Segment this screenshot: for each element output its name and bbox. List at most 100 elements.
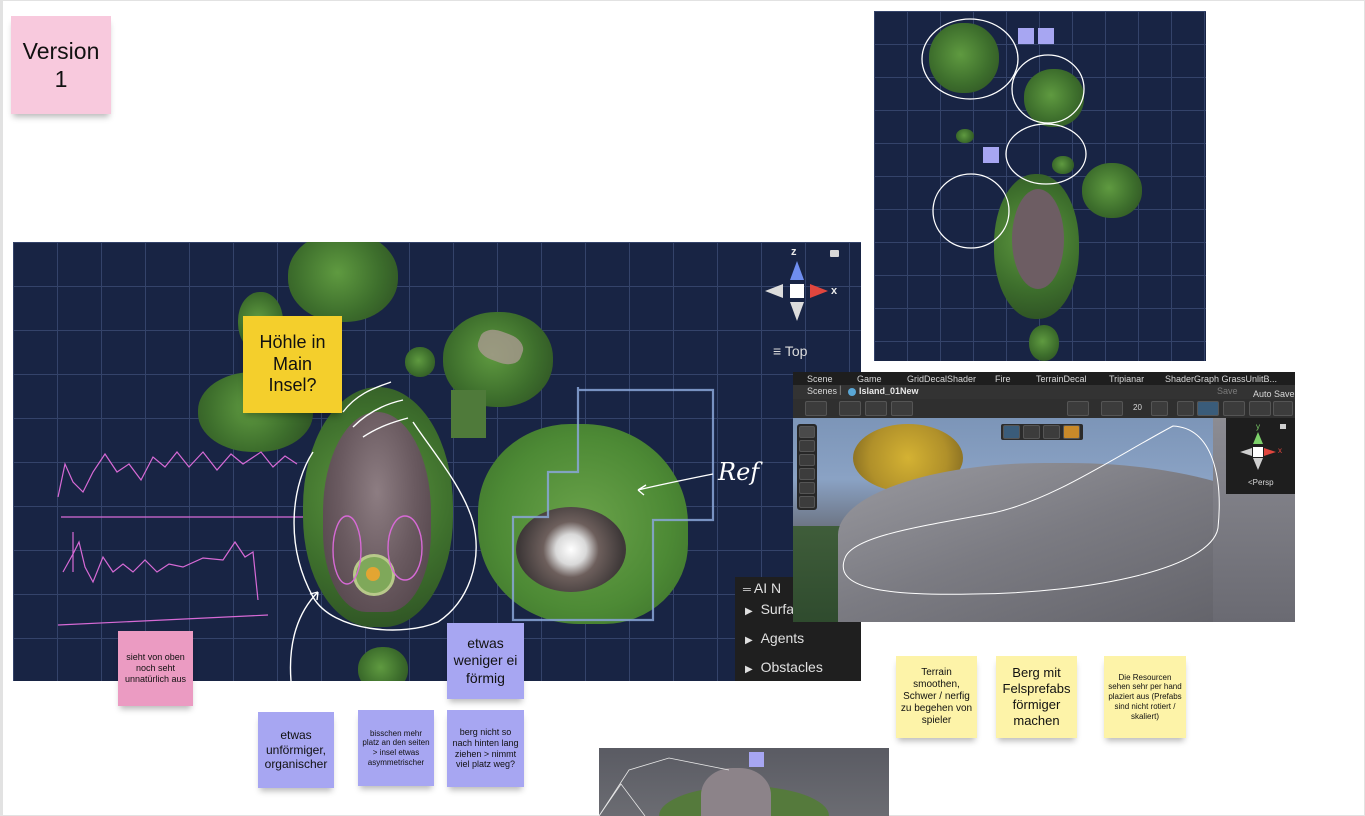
overview-main-mountain bbox=[1012, 189, 1064, 289]
tab-game[interactable]: Game bbox=[857, 374, 882, 384]
gizmo-arrows-icon bbox=[765, 261, 828, 321]
island-perspective-thumbnail[interactable] bbox=[599, 748, 889, 816]
viewport-overlay-toolbar bbox=[1001, 424, 1083, 440]
less-egg-note-text: etwas weniger ei förmig bbox=[453, 635, 518, 686]
view-mode-text: Top bbox=[784, 343, 808, 359]
cave-note[interactable]: Höhle in Main Insel? bbox=[243, 316, 342, 413]
transform-tool-icon[interactable] bbox=[799, 496, 815, 508]
breadcrumb-scene[interactable]: Island_01New bbox=[859, 386, 919, 396]
overview-island-4 bbox=[1052, 156, 1074, 174]
top-view-note[interactable]: sieht von oben noch seht unnatürlich aus bbox=[118, 631, 193, 706]
rotate-tool-icon[interactable] bbox=[799, 454, 815, 466]
overlay-button-2[interactable] bbox=[1023, 425, 1040, 439]
version-note-text: Version 1 bbox=[22, 37, 100, 92]
rock-prefabs-note-text: Berg mit Felsprefabs förmiger machen bbox=[1002, 665, 1071, 728]
toolbar-menu-button[interactable] bbox=[805, 401, 827, 416]
tab-tripianar[interactable]: Tripianar bbox=[1109, 374, 1145, 384]
organic-note[interactable]: etwas unförmiger, organischer bbox=[258, 712, 334, 788]
lock-icon[interactable] bbox=[830, 250, 839, 257]
terrain-smooth-note[interactable]: Terrain smoothen, Schwer / nerfig zu beg… bbox=[896, 656, 977, 738]
overlay-button-3[interactable] bbox=[1043, 425, 1060, 439]
overview-sticky-3 bbox=[983, 147, 999, 163]
editor-viewport[interactable]: y x <Persp bbox=[793, 418, 1295, 622]
overlay-button-4[interactable] bbox=[1063, 425, 1080, 439]
viewport-tool-palette bbox=[797, 424, 817, 510]
toolbar-pivot-button[interactable] bbox=[839, 401, 861, 416]
toolbar-snap-button[interactable] bbox=[891, 401, 913, 416]
lock-icon[interactable] bbox=[1280, 424, 1286, 429]
ai-item-surfaces[interactable]: ▶ Surfa bbox=[745, 601, 795, 617]
breadcrumb-separator: | bbox=[839, 385, 842, 396]
view-mode-label[interactable]: ≡ Top bbox=[773, 343, 807, 359]
unity-editor-screenshot[interactable]: Scene Game GridDecalShader Fire TerrainD… bbox=[793, 372, 1295, 622]
toolbar-gizmos-button[interactable] bbox=[1067, 401, 1089, 416]
top-view-note-text: sieht von oben noch seht unnatürlich aus bbox=[124, 652, 187, 684]
square-patch bbox=[451, 390, 486, 438]
triangle-expand-icon: ▶ bbox=[745, 606, 753, 617]
drag-handle-icon: ═ bbox=[743, 584, 751, 596]
thumbnail-sticky bbox=[749, 752, 764, 767]
rock-prefabs-note[interactable]: Berg mit Felsprefabs förmiger machen bbox=[996, 656, 1077, 738]
overview-island-1 bbox=[929, 23, 999, 93]
overview-sticky-2 bbox=[1038, 28, 1054, 44]
toolbar-number[interactable]: 20 bbox=[1133, 403, 1142, 412]
ai-item-agents[interactable]: ▶ Agents bbox=[745, 630, 805, 646]
view-gizmo[interactable]: z x bbox=[765, 246, 845, 331]
tab-shadergraph[interactable]: ShaderGraph GrassUnlitB... bbox=[1165, 374, 1278, 384]
view-gizmo-icon bbox=[1240, 432, 1276, 470]
overview-island-6 bbox=[1029, 325, 1059, 361]
tab-grid-decal-shader[interactable]: GridDecalShader bbox=[907, 374, 977, 384]
less-egg-note[interactable]: etwas weniger ei förmig bbox=[447, 623, 524, 699]
island-bottom bbox=[358, 647, 408, 681]
editor-toolbar: 20 bbox=[793, 399, 1295, 419]
island-small-mid bbox=[405, 347, 435, 377]
cave-note-text: Höhle in Main Insel? bbox=[259, 331, 326, 396]
resources-note-text: Die Resourcen sehen sehr per hand plazie… bbox=[1108, 672, 1182, 721]
version-note[interactable]: Version 1 bbox=[11, 16, 111, 114]
island-top-left bbox=[288, 242, 398, 322]
thumbnail-island-peak bbox=[701, 768, 771, 816]
overlay-button-1[interactable] bbox=[1003, 425, 1020, 439]
toolbar-camera-button[interactable] bbox=[1249, 401, 1271, 416]
more-space-note-text: bisschen mehr platz an den seiten > inse… bbox=[362, 728, 430, 767]
auto-save-toggle[interactable]: Auto Save bbox=[1253, 389, 1295, 399]
toolbar-light-button[interactable] bbox=[1151, 401, 1168, 416]
overview-island-3 bbox=[956, 129, 974, 143]
resources-note[interactable]: Die Resourcen sehen sehr per hand plazie… bbox=[1104, 656, 1186, 738]
tab-scene[interactable]: Scene bbox=[807, 374, 833, 384]
scale-tool-icon[interactable] bbox=[799, 468, 815, 480]
persp-label[interactable]: <Persp bbox=[1248, 478, 1274, 487]
hand-tool-icon[interactable] bbox=[799, 426, 815, 438]
overview-island-2 bbox=[1024, 69, 1084, 127]
mountain-back-note[interactable]: berg nicht so nach hinten lang ziehen > … bbox=[447, 710, 524, 787]
toolbar-global-button[interactable] bbox=[865, 401, 887, 416]
overview-island-5 bbox=[1082, 163, 1142, 218]
breadcrumb-root[interactable]: Scenes bbox=[807, 386, 838, 396]
tab-fire[interactable]: Fire bbox=[995, 374, 1011, 384]
handwriting-ref: Ref bbox=[718, 458, 760, 486]
toolbar-shading-button[interactable] bbox=[1101, 401, 1123, 416]
menu-lines-icon: ≡ bbox=[773, 343, 782, 359]
organic-note-text: etwas unförmiger, organischer bbox=[264, 728, 328, 772]
editor-breadcrumb-bar: Scenes | Island_01New Save Auto Save bbox=[793, 385, 1295, 399]
toolbar-fx-button[interactable] bbox=[1197, 401, 1219, 416]
editor-tab-bar: Scene Game GridDecalShader Fire TerrainD… bbox=[793, 372, 1295, 385]
toolbar-hidden-button[interactable] bbox=[1223, 401, 1245, 416]
scene-overview-screenshot[interactable] bbox=[874, 11, 1206, 361]
more-space-note[interactable]: bisschen mehr platz an den seiten > inse… bbox=[358, 710, 434, 786]
ai-item-obstacles[interactable]: ▶ Obstacles bbox=[745, 659, 823, 675]
toolbar-audio-button[interactable] bbox=[1177, 401, 1194, 416]
rect-tool-icon[interactable] bbox=[799, 482, 815, 494]
gizmo-x-label: x bbox=[1278, 446, 1282, 455]
viewport-gizmo-panel[interactable]: y x <Persp bbox=[1226, 418, 1295, 494]
move-tool-icon[interactable] bbox=[799, 440, 815, 452]
main-island-campfire bbox=[366, 567, 380, 581]
toolbar-gizmo-toggle-button[interactable] bbox=[1273, 401, 1293, 416]
tab-terrain-decal[interactable]: TerrainDecal bbox=[1036, 374, 1087, 384]
scene-top-view-screenshot[interactable]: z x ≡ Top ═ AI N ▶ Surfa ▶ Agents ▶ Obs bbox=[13, 242, 861, 681]
gizmo-axis-z-label: z bbox=[791, 246, 797, 258]
annotation-ink bbox=[57, 381, 715, 681]
reference-island-crater bbox=[516, 507, 626, 592]
save-button[interactable]: Save bbox=[1217, 386, 1238, 396]
mountain-back-note-text: berg nicht so nach hinten lang ziehen > … bbox=[452, 726, 519, 770]
